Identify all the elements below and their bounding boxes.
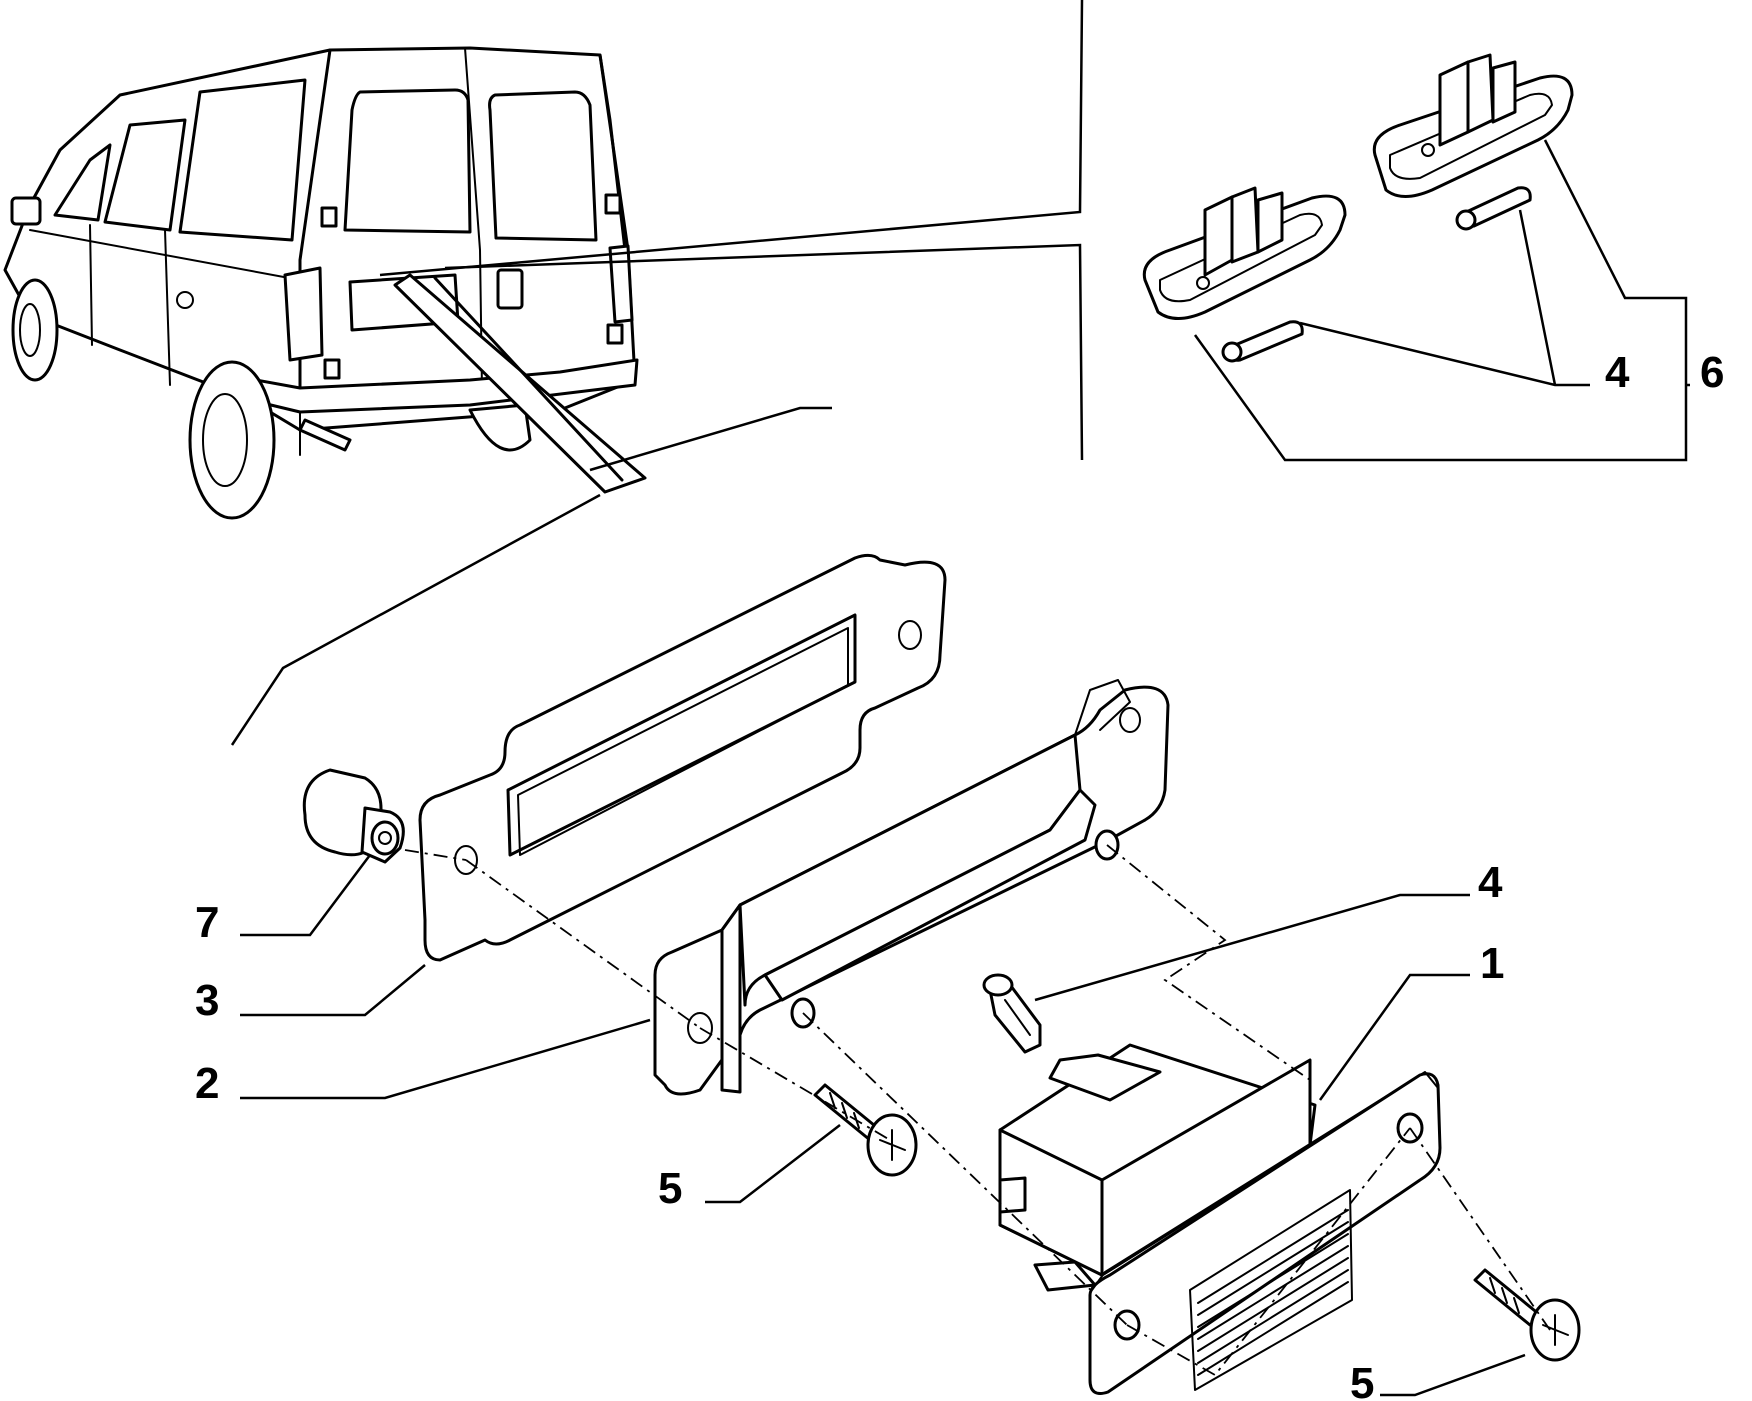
- bulb-holder-rear: [1372, 53, 1574, 198]
- callout-7: 7: [195, 898, 219, 947]
- wedge-bulb: [982, 973, 1042, 1054]
- van-plate-leader: [230, 0, 1084, 746]
- gasket-frame: [418, 553, 947, 962]
- callout-4-main: 4: [1478, 858, 1503, 907]
- assembly-dash-lines: [404, 844, 1551, 1377]
- callout-labels: 1 2 3 4 4 5 5 6 7: [195, 348, 1724, 1401]
- screw-left: [813, 1083, 918, 1177]
- callout-2: 2: [195, 1059, 219, 1108]
- van-rear-view: [3, 46, 639, 520]
- lens-hatching: [1197, 1209, 1349, 1376]
- festoon-bulb-rear: [1455, 186, 1532, 231]
- callout-1: 1: [1480, 939, 1504, 988]
- lamp-housing: [653, 679, 1170, 1096]
- callout-5-left: 5: [658, 1164, 682, 1213]
- callout-leaders: [240, 854, 1526, 1397]
- callout-3: 3: [195, 976, 219, 1025]
- bulb-holder-front: [1142, 186, 1347, 320]
- festoon-bulb-front: [1221, 320, 1304, 363]
- screw-right: [1473, 1268, 1581, 1362]
- callout-5-right: 5: [1350, 1359, 1374, 1401]
- plate-lamp: [998, 1043, 1442, 1395]
- callout-4-inset: 4: [1605, 348, 1630, 397]
- callout-6: 6: [1700, 348, 1724, 397]
- inset-leaders: [1193, 139, 1690, 462]
- rubber-cap: [302, 768, 405, 864]
